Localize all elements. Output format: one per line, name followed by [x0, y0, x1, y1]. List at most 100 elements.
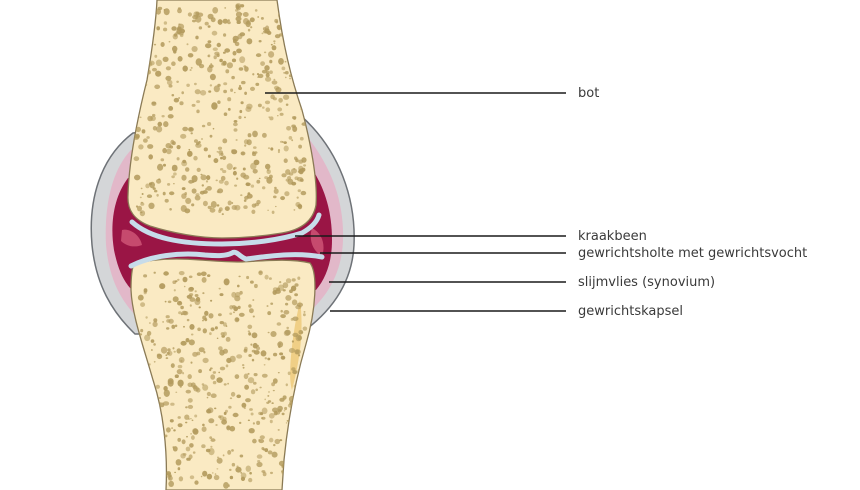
bone-pore	[227, 382, 230, 385]
bone-pore	[298, 165, 304, 172]
bone-pore	[173, 183, 175, 185]
bone-pore	[232, 412, 239, 418]
bone-pore	[255, 82, 260, 86]
bone-pore	[200, 174, 207, 181]
bone-pore	[198, 26, 203, 30]
bone-pore	[218, 313, 222, 317]
bone-pore	[146, 470, 150, 474]
bone-pore	[252, 152, 257, 157]
bone-pore	[156, 178, 162, 184]
bone-pore	[273, 78, 276, 81]
bone-pore	[217, 188, 224, 194]
bone-pore	[195, 58, 202, 66]
bone-pore	[250, 343, 253, 346]
bone-pore	[133, 100, 137, 104]
bone-pore	[177, 379, 184, 387]
bone-pore	[184, 414, 190, 420]
bone-pore	[164, 434, 168, 438]
bone-pore	[189, 324, 195, 330]
bone-pore	[245, 465, 251, 472]
bone-pore	[144, 438, 147, 441]
bone-pore	[226, 62, 233, 69]
bone-pore	[244, 384, 250, 390]
bone-pore	[282, 282, 289, 289]
bone-pore	[220, 168, 224, 171]
bone-pore	[243, 205, 248, 210]
bone-pore	[279, 439, 283, 442]
bone-pore	[249, 471, 252, 475]
bone-pore	[267, 450, 273, 455]
bone-pore	[240, 172, 246, 178]
bone-pore	[150, 31, 153, 34]
bone-pore	[181, 91, 184, 95]
bone-pore	[226, 426, 230, 429]
bone-pore	[137, 70, 141, 74]
bone-pore	[147, 411, 152, 416]
bone-pore	[222, 138, 228, 144]
bone-pore	[264, 398, 267, 401]
bone-pore	[235, 9, 239, 12]
bone-pore	[212, 371, 217, 374]
bone-pore	[256, 420, 261, 425]
bone-pore	[278, 284, 284, 291]
bone-pore	[152, 430, 155, 433]
bone-pore	[268, 391, 270, 393]
bone-pore	[140, 202, 145, 206]
bone-pore	[216, 377, 223, 383]
bone-pore	[202, 200, 208, 207]
bone-pore	[271, 451, 278, 458]
bone-pore	[227, 107, 231, 111]
bone-pore	[258, 40, 262, 43]
bone-pore	[194, 139, 198, 143]
bone-pore	[249, 308, 254, 314]
bone-pore	[277, 107, 283, 112]
bone-pore	[212, 127, 215, 130]
bone-pore	[299, 4, 305, 9]
bone-pore	[209, 134, 213, 138]
bone-pore	[291, 181, 297, 186]
bone-pore	[227, 19, 230, 22]
bone-pore	[136, 421, 142, 429]
bone-pore	[278, 58, 284, 65]
bone-pore	[171, 324, 176, 329]
bone-pore	[261, 69, 268, 74]
bone-pore	[204, 310, 209, 316]
bone-pore	[185, 406, 188, 409]
bone-pore	[260, 412, 264, 416]
bone-pore	[232, 170, 237, 176]
bone-pore	[303, 164, 307, 167]
bone-pore	[156, 125, 163, 133]
bone-pore	[288, 74, 292, 77]
bone-pore	[154, 478, 158, 482]
bone-pore	[167, 379, 174, 387]
bone-pore	[219, 366, 226, 371]
bone-pore	[209, 207, 216, 213]
bone-pore	[262, 27, 267, 31]
bone-pore	[286, 126, 292, 131]
bone-pore	[181, 160, 188, 167]
bone-pore	[172, 347, 175, 350]
bone-pore	[177, 300, 183, 306]
bone-pore	[167, 348, 171, 352]
bone-pore	[241, 402, 247, 408]
bone-pore	[269, 116, 274, 121]
bone-pore	[267, 209, 269, 211]
bone-pore	[283, 410, 286, 412]
bone-pore	[301, 157, 307, 163]
bone-pore	[273, 352, 278, 357]
bone-pore	[181, 193, 187, 199]
bone-pore	[238, 86, 243, 91]
bone-pore	[153, 271, 156, 274]
bone-pore	[223, 112, 228, 116]
bone-pore	[247, 133, 252, 138]
bone-pore	[185, 389, 191, 394]
bone-pore	[202, 470, 208, 477]
bone-pore	[289, 61, 292, 63]
bone-pore	[174, 374, 179, 379]
bone-pore	[283, 72, 286, 74]
bone-pore	[235, 466, 242, 473]
bone-pore	[212, 7, 219, 14]
bone-pore	[209, 84, 213, 87]
bone-pore	[284, 71, 289, 75]
bone-pore	[191, 203, 195, 207]
